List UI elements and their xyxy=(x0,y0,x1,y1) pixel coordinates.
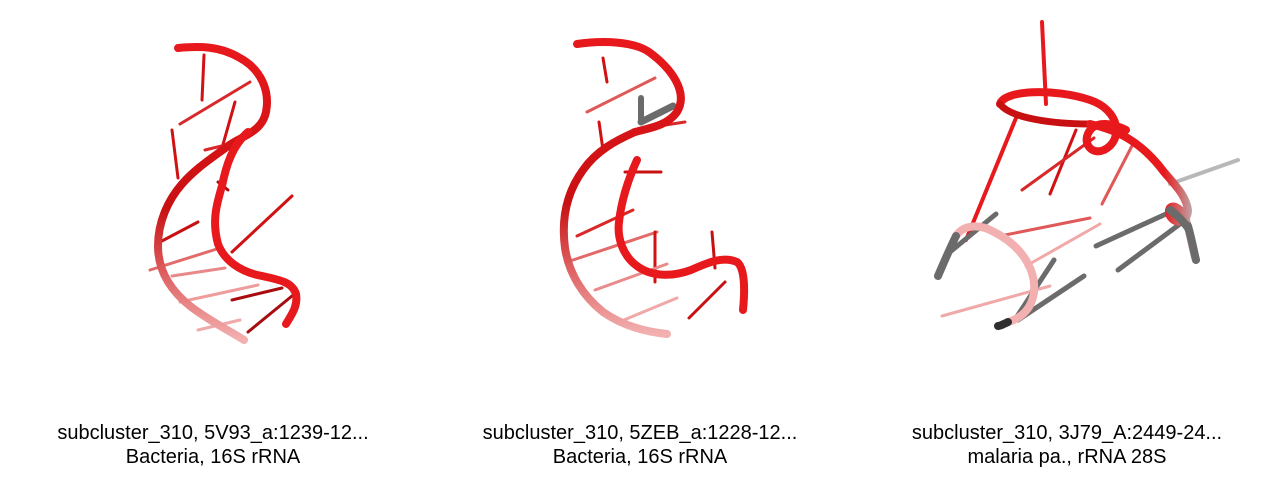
rna-structure-image-3 xyxy=(854,0,1280,400)
structure-panel-1: subcluster_310, 5V93_a:1239-12... Bacter… xyxy=(0,0,426,480)
panel-subtitle: Bacteria, 16S rRNA xyxy=(0,445,426,469)
panel-title: subcluster_310, 5V93_a:1239-12... xyxy=(0,421,426,445)
structure-panel-2: subcluster_310, 5ZEB_a:1228-12... Bacter… xyxy=(427,0,853,480)
panel-title: subcluster_310, 5ZEB_a:1228-12... xyxy=(427,421,853,445)
rna-structure-image-1 xyxy=(0,0,426,400)
panel-title: subcluster_310, 3J79_A:2449-24... xyxy=(854,421,1280,445)
panel-subtitle: malaria pa., rRNA 28S xyxy=(854,445,1280,469)
panel-subtitle: Bacteria, 16S rRNA xyxy=(427,445,853,469)
caption-2: subcluster_310, 5ZEB_a:1228-12... Bacter… xyxy=(427,421,853,469)
structure-panel-3: subcluster_310, 3J79_A:2449-24... malari… xyxy=(854,0,1280,480)
rna-structure-image-2 xyxy=(427,0,853,400)
caption-1: subcluster_310, 5V93_a:1239-12... Bacter… xyxy=(0,421,426,469)
caption-3: subcluster_310, 3J79_A:2449-24... malari… xyxy=(854,421,1280,469)
